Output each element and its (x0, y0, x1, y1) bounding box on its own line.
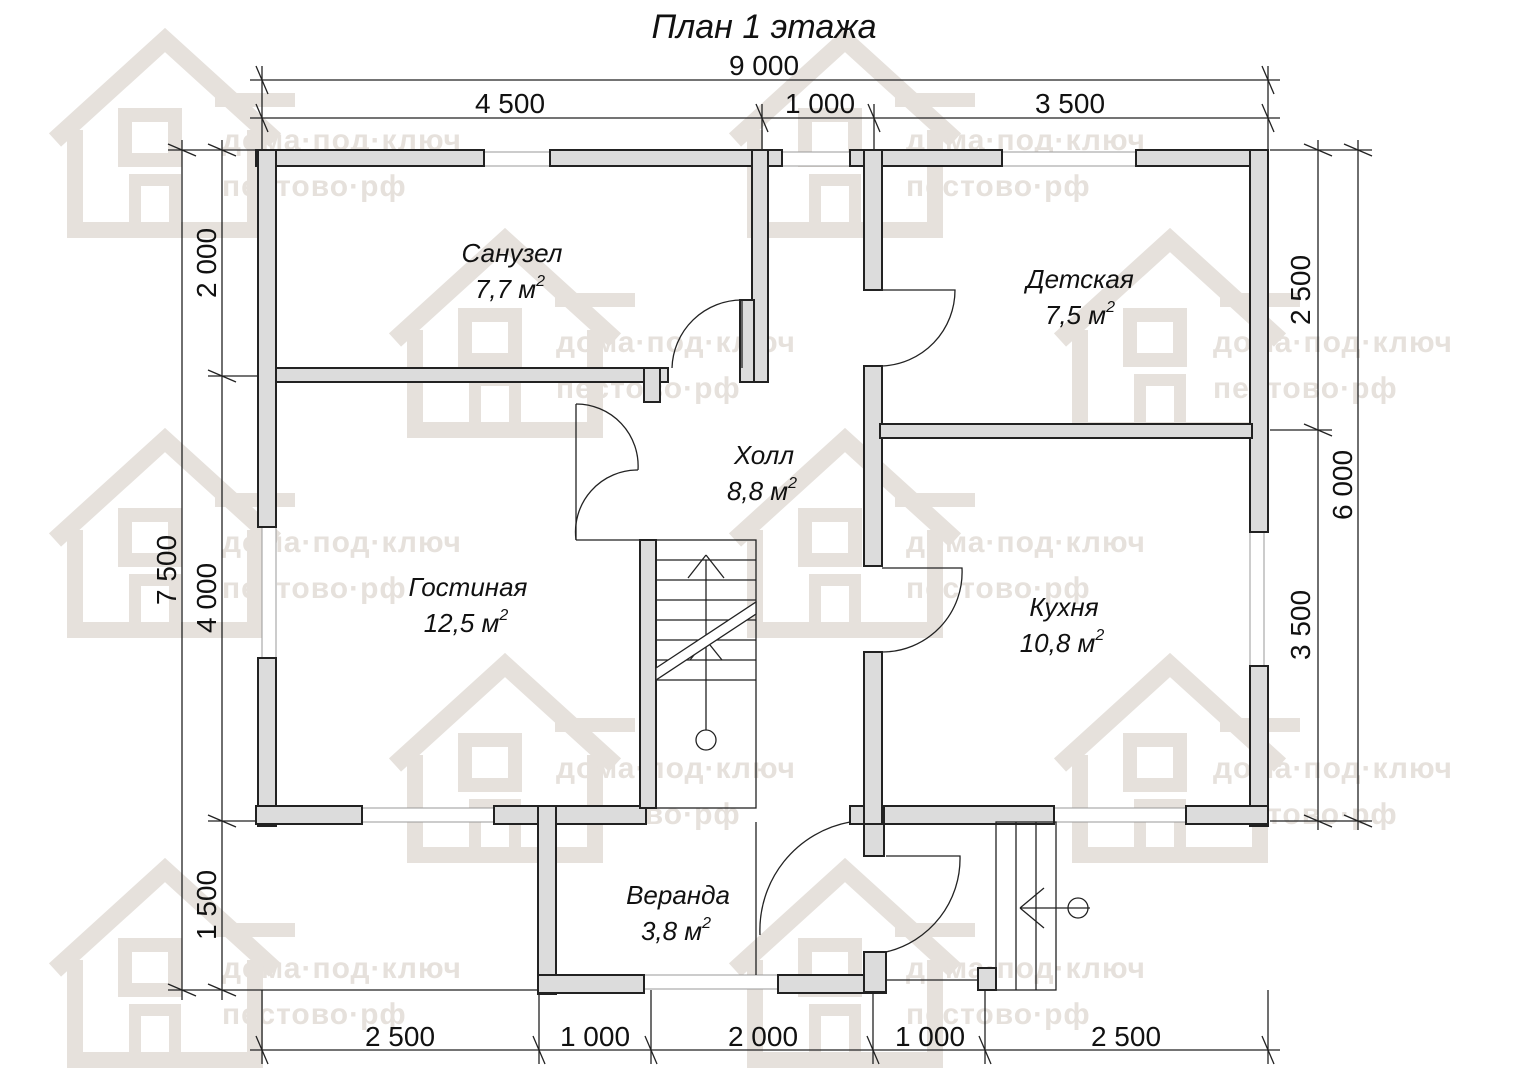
watermark-line1: дома·под·ключ (1213, 326, 1453, 359)
watermark-line2: пестово·рф (906, 998, 1091, 1031)
room-kuhnya: Кухня 10,8 м2 (1020, 592, 1105, 658)
watermark-line1: дома·под·ключ (1213, 752, 1453, 785)
room-area: 3,8 м2 (641, 915, 711, 946)
watermark-line2: пестово·рф (906, 572, 1091, 605)
dim-right-total: 6 000 (1327, 450, 1358, 520)
room-name: Гостиная (409, 572, 528, 602)
windows (261, 151, 1265, 990)
room-area: 10,8 м2 (1020, 627, 1105, 658)
room-sanuzel: Санузел 7,7 м2 (462, 238, 563, 304)
dim-top-segment: 3 500 (1035, 88, 1105, 119)
dim-right-segment: 3 500 (1285, 590, 1316, 660)
dim-top-total: 9 000 (729, 50, 799, 81)
room-area: 7,5 м2 (1045, 299, 1115, 330)
watermark-line1: дома·под·ключ (222, 526, 462, 559)
room-holl: Холл 8,8 м2 (727, 440, 797, 506)
room-name: Санузел (462, 238, 563, 268)
dim-left-segment: 2 000 (191, 228, 222, 298)
walls (255, 149, 1269, 995)
room-detskaya: Детская 7,5 м2 (1023, 264, 1134, 330)
dim-bottom-segment: 2 500 (365, 1021, 435, 1052)
plan-title: План 1 этажа (651, 8, 876, 46)
porch-steps (995, 821, 1090, 991)
dim-top-segment: 1 000 (785, 88, 855, 119)
watermark-line2: пестово·рф (906, 170, 1091, 203)
room-name: Холл (733, 440, 794, 470)
watermark-line1: дома·под·ключ (906, 526, 1146, 559)
room-name: Веранда (626, 880, 730, 910)
dimension-lines (167, 65, 1373, 1065)
dim-bottom-segment: 1 000 (560, 1021, 630, 1052)
watermark-line1: дома·под·ключ (222, 952, 462, 985)
room-name: Детская (1023, 264, 1134, 294)
room-area: 8,8 м2 (727, 475, 797, 506)
dim-top-segment: 4 500 (475, 88, 545, 119)
dim-left-segment: 4 000 (191, 563, 222, 633)
doors (574, 289, 978, 981)
watermark-line2: пестово·рф (222, 170, 407, 203)
room-area: 7,7 м2 (475, 273, 545, 304)
dim-left-total: 7 500 (151, 535, 182, 605)
dim-bottom-segment: 2 000 (728, 1021, 798, 1052)
dim-bottom-segment: 1 000 (895, 1021, 965, 1052)
watermark-line1: дома·под·ключ (556, 752, 796, 785)
staircase (655, 539, 757, 809)
room-area: 12,5 м2 (424, 607, 509, 638)
room-veranda: Веранда 3,8 м2 (626, 880, 730, 946)
dim-left-segment: 1 500 (191, 870, 222, 940)
room-gostinaya: Гостиная 12,5 м2 (409, 572, 528, 638)
watermark-line2: пестово·рф (222, 572, 407, 605)
watermark-line2: пестово·рф (222, 998, 407, 1031)
dim-right-segment: 2 500 (1285, 255, 1316, 325)
watermark-line2: пестово·рф (1213, 372, 1398, 405)
room-name: Кухня (1029, 592, 1098, 622)
dim-bottom-segment: 2 500 (1091, 1021, 1161, 1052)
